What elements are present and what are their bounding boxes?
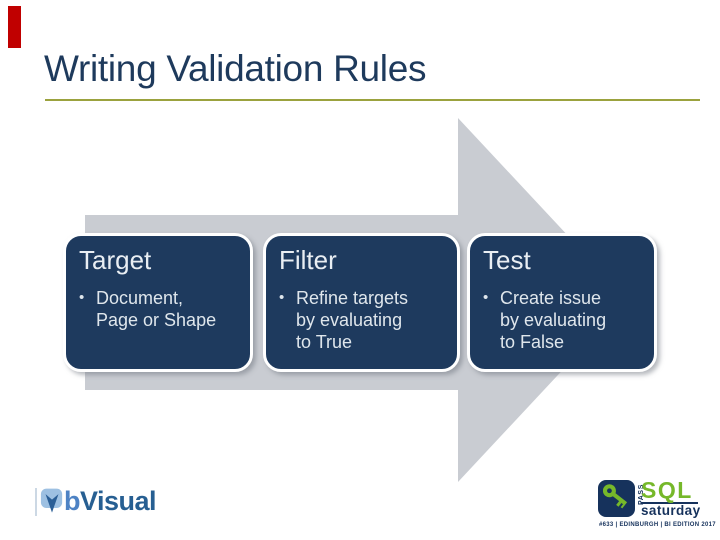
event-label: #633 | EDINBURGH | BI EDITION 2017 [599,522,716,528]
accent-bar [8,6,21,48]
bullet-marker: • [483,289,489,306]
step-bullet-text: Create issue by evaluating to False [500,288,607,352]
slide-title: Writing Validation Rules [44,48,427,89]
sql-label: SQL [641,477,693,503]
step-heading: Target [79,245,152,275]
sqlsaturday-divider [641,502,698,504]
saturday-label: saturday [641,503,701,518]
process-step-target[interactable]: Target • Document, Page or Shape [63,233,253,372]
bvisual-icon [40,488,63,513]
process-step-test[interactable]: Test • Create issue by evaluating to Fal… [467,233,657,372]
bullet-marker: • [79,289,85,306]
title-underline [45,99,700,101]
bvisual-separator [35,488,37,516]
process-step-filter[interactable]: Filter • Refine targets by evaluating to… [263,233,460,372]
bvisual-wordmark: bVisual [64,486,157,516]
step-bullet-text: Document, Page or Shape [96,288,217,330]
sqlsaturday-wordmark: SQL saturday [641,477,701,518]
bullet-marker: • [279,289,285,306]
sqlsaturday-key-icon [598,480,635,517]
step-heading: Test [483,245,531,275]
bvisual-logo[interactable]: bVisual [35,486,157,516]
step-bullet-text: Refine targets by evaluating to True [296,288,409,352]
step-heading: Filter [279,245,337,275]
sqlsaturday-logo[interactable]: PASS SQL saturday #633 | EDINBURGH | BI … [598,477,716,534]
bvisual-prefix: b [64,486,81,516]
bvisual-name: Visual [80,486,157,516]
